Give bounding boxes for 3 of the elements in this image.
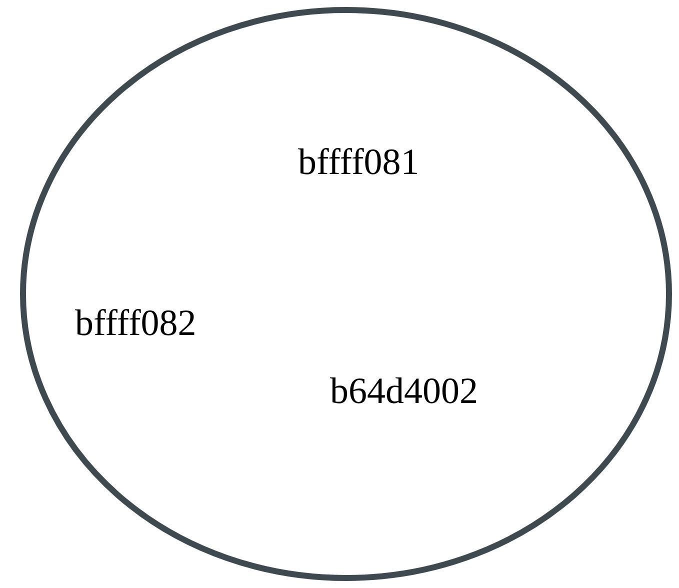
memory-address: bffff082 xyxy=(75,305,196,342)
memory-address: b64d4002 xyxy=(330,373,478,410)
memory-address: bffff081 xyxy=(298,144,420,181)
